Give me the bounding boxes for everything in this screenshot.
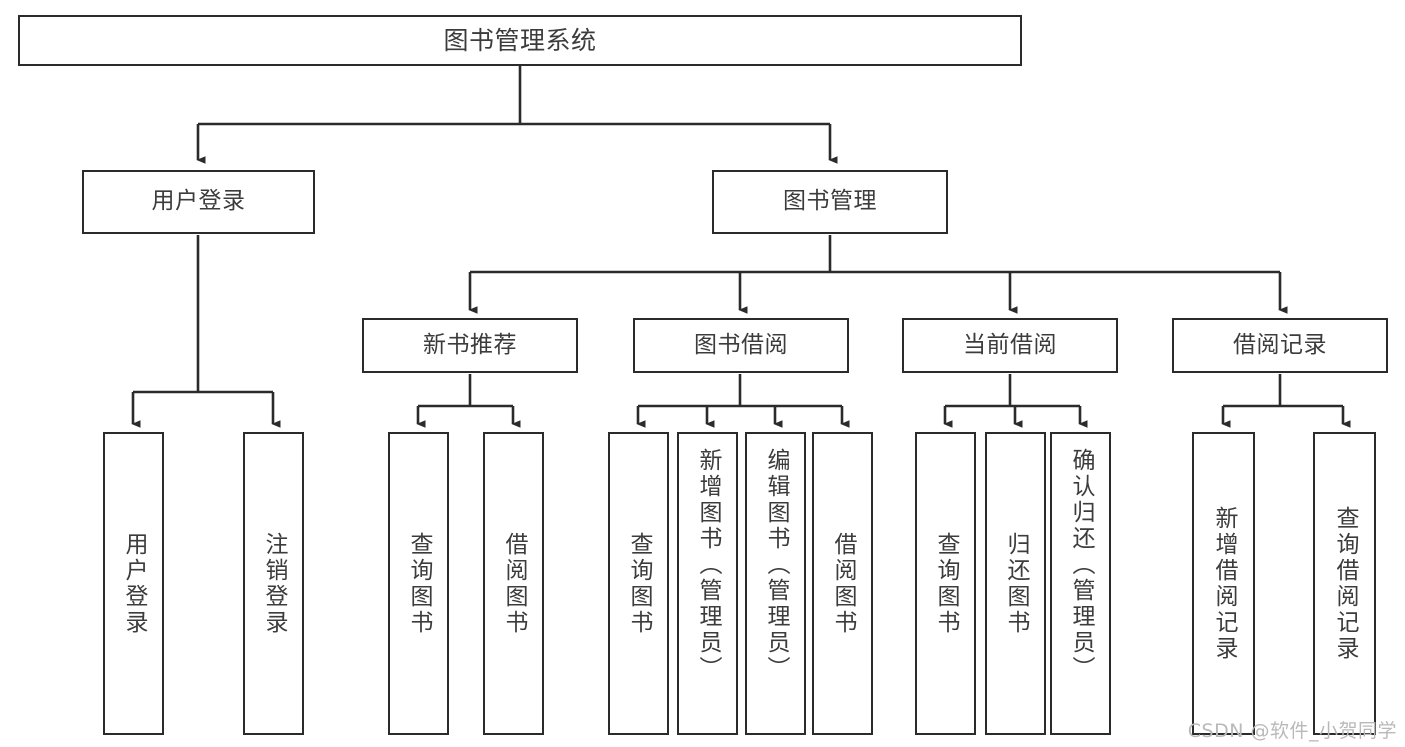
node-leaf-query-book-bb-label: 查询图书 <box>626 531 652 636</box>
node-leaf-add-borrow-record-label: 新增借阅记录 <box>1211 505 1237 662</box>
node-new-book-recommend-label: 新书推荐 <box>423 331 517 358</box>
csdn-watermark: CSDN @软件_小贺同学 <box>1187 720 1397 742</box>
node-leaf-add-borrow-record[interactable]: 新增借阅记录 <box>1192 432 1255 735</box>
node-leaf-borrow-book-bb-label: 借阅图书 <box>830 531 856 636</box>
node-user-login-label: 用户登录 <box>151 188 246 215</box>
node-new-book-recommend[interactable]: 新书推荐 <box>362 318 578 373</box>
node-leaf-edit-book-admin-label: 编辑图书（管理员） <box>763 448 789 682</box>
node-leaf-logout-label: 注销登录 <box>261 531 287 636</box>
node-leaf-confirm-return-admin-label: 确认归还（管理员） <box>1068 448 1094 682</box>
node-leaf-user-login[interactable]: 用户登录 <box>103 432 164 735</box>
node-leaf-borrow-book-nb-label: 借阅图书 <box>501 531 527 636</box>
node-borrow-record-label: 借阅记录 <box>1233 331 1327 358</box>
node-leaf-logout[interactable]: 注销登录 <box>243 432 304 735</box>
node-leaf-borrow-book-nb[interactable]: 借阅图书 <box>483 432 544 735</box>
node-leaf-add-book-admin[interactable]: 新增图书（管理员） <box>677 432 738 735</box>
node-root-library-system[interactable]: 图书管理系统 <box>18 15 1022 66</box>
node-book-manage[interactable]: 图书管理 <box>712 170 948 234</box>
node-leaf-query-book-bb[interactable]: 查询图书 <box>608 432 669 735</box>
node-leaf-borrow-book-bb[interactable]: 借阅图书 <box>812 432 873 735</box>
node-current-borrow-label: 当前借阅 <box>963 331 1057 358</box>
node-book-manage-label: 图书管理 <box>783 188 877 215</box>
node-current-borrow[interactable]: 当前借阅 <box>902 318 1118 373</box>
node-leaf-return-book[interactable]: 归还图书 <box>985 432 1046 735</box>
node-leaf-edit-book-admin[interactable]: 编辑图书（管理员） <box>745 432 806 735</box>
node-leaf-query-book-cb-label: 查询图书 <box>933 531 959 636</box>
node-leaf-add-book-admin-label: 新增图书（管理员） <box>695 448 721 682</box>
node-root-label: 图书管理系统 <box>443 25 597 55</box>
node-book-borrow-label: 图书借阅 <box>694 331 788 358</box>
node-leaf-query-book-nb[interactable]: 查询图书 <box>388 432 449 735</box>
node-user-login[interactable]: 用户登录 <box>82 170 315 234</box>
node-leaf-confirm-return-admin[interactable]: 确认归还（管理员） <box>1050 432 1111 735</box>
node-borrow-record[interactable]: 借阅记录 <box>1172 318 1388 373</box>
node-leaf-query-book-cb[interactable]: 查询图书 <box>915 432 976 735</box>
node-leaf-query-book-nb-label: 查询图书 <box>406 531 432 636</box>
node-leaf-return-book-label: 归还图书 <box>1003 531 1029 636</box>
node-leaf-query-borrow-record[interactable]: 查询借阅记录 <box>1313 432 1376 735</box>
node-book-borrow[interactable]: 图书借阅 <box>633 318 849 373</box>
node-leaf-query-borrow-record-label: 查询借阅记录 <box>1332 505 1358 662</box>
node-leaf-user-login-label: 用户登录 <box>121 531 147 636</box>
